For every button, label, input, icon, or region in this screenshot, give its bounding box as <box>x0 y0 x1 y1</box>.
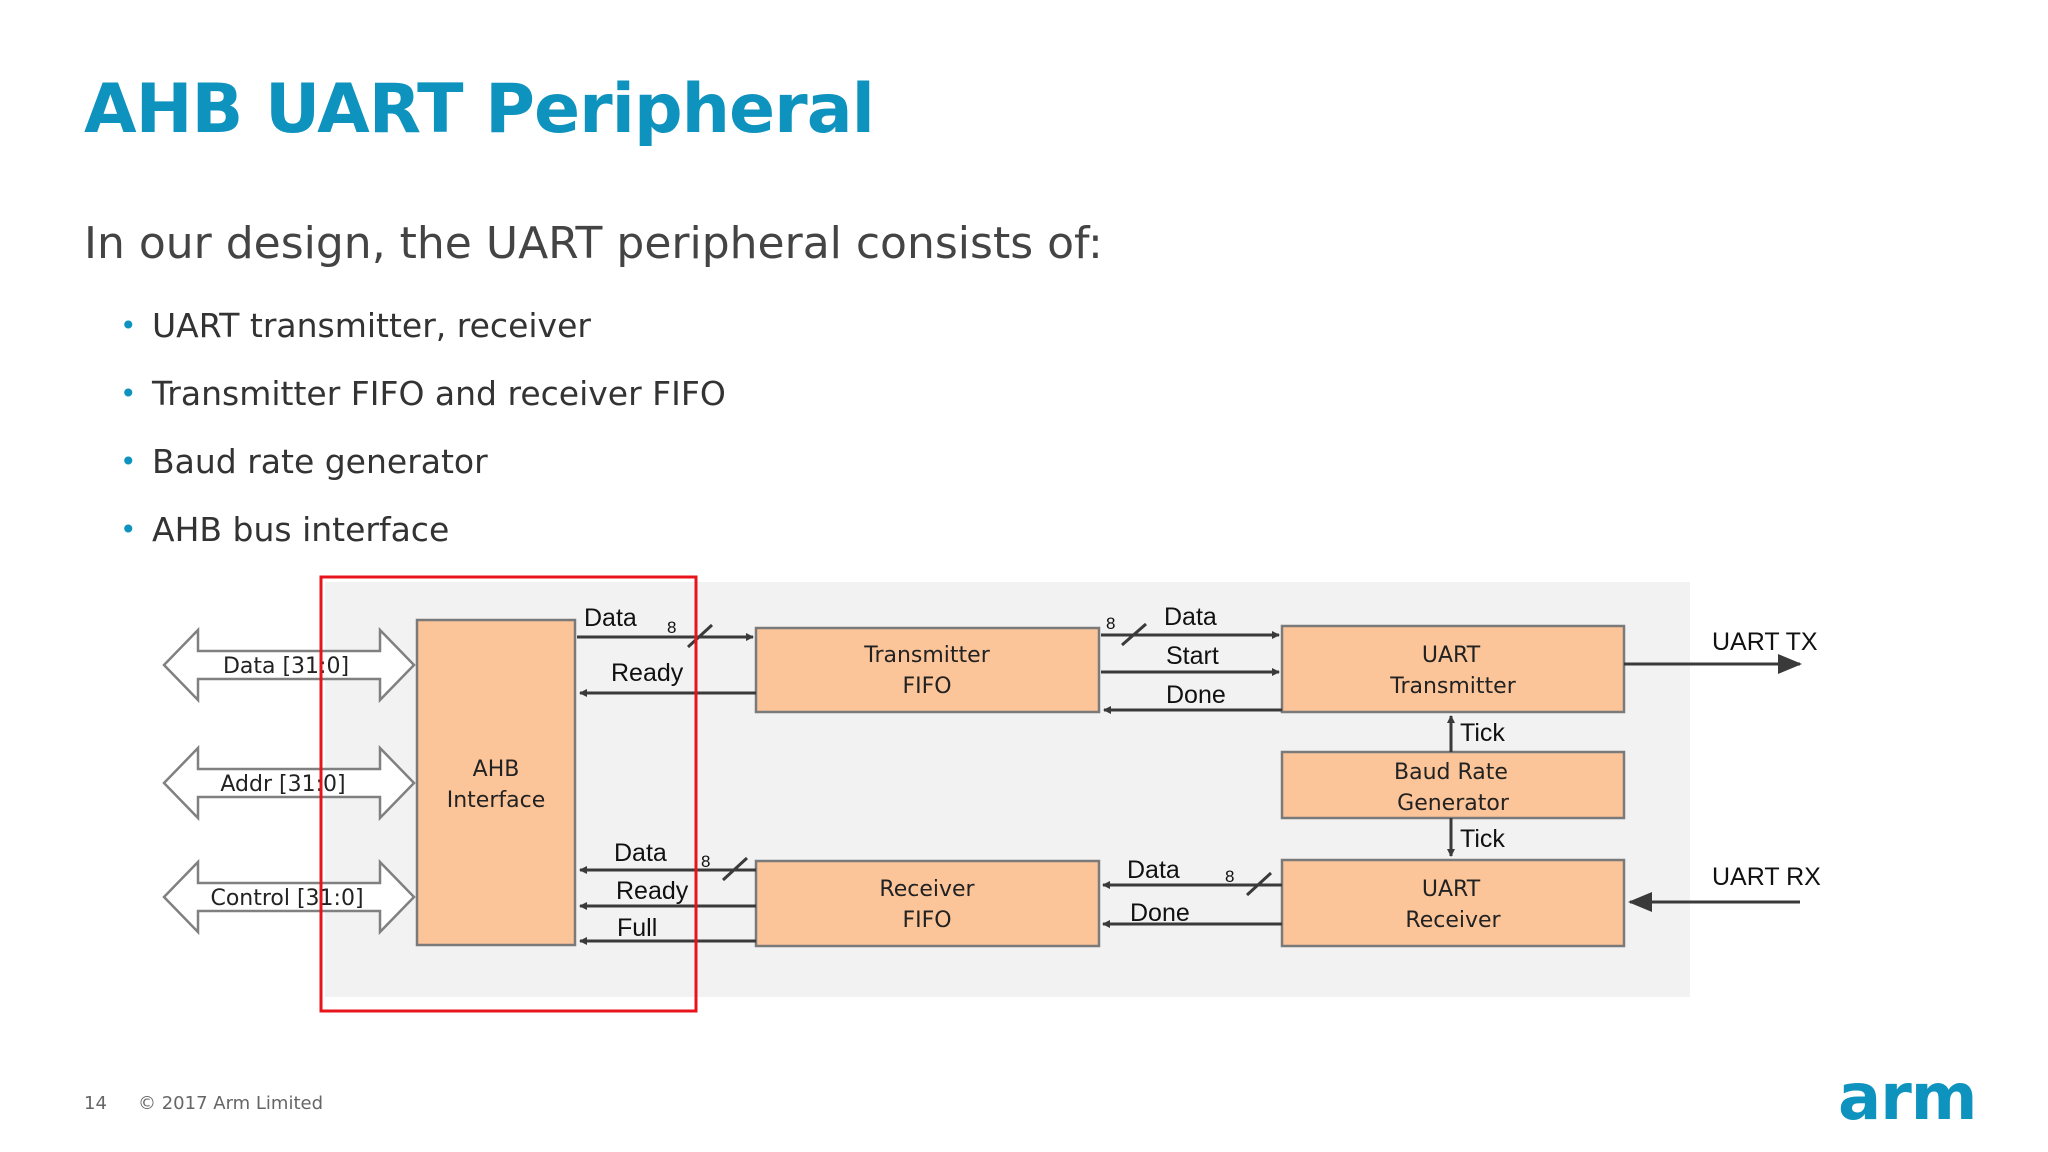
uart-transmitter-label: Transmitter <box>1389 674 1516 699</box>
bus-width-label: 8 <box>1106 614 1115 633</box>
bus-width-slash <box>1245 871 1273 897</box>
uart-receiver-label: Receiver <box>1405 908 1501 933</box>
block-uart-transmitter: UART Transmitter <box>1280 624 1626 714</box>
block-transmitter-fifo: Transmitter FIFO <box>754 626 1101 714</box>
page-number: 14 <box>84 1093 107 1114</box>
signal-label: Data <box>1164 603 1217 631</box>
transmitter-fifo-label: Transmitter <box>863 643 990 668</box>
bus-width-label: 8 <box>1225 867 1234 886</box>
slide-title: AHB UART Peripheral <box>84 70 875 149</box>
block-receiver-fifo: Receiver FIFO <box>754 859 1101 948</box>
uart-transmitter-label: UART <box>1422 643 1481 668</box>
highlight-box <box>319 575 698 1013</box>
receiver-fifo-label: FIFO <box>902 908 951 933</box>
block-uart-receiver: UART Receiver <box>1280 858 1626 948</box>
signal-label: Tick <box>1460 825 1505 853</box>
signal-label: Ready <box>611 659 684 687</box>
bus-width-slash <box>686 623 714 649</box>
uart-tx-label: UART TX <box>1712 628 1818 656</box>
receiver-fifo-label: Receiver <box>879 877 975 902</box>
bullet-item: AHB bus interface <box>118 509 726 577</box>
arm-logo: arm <box>1838 1061 1977 1135</box>
signal-label: Done <box>1130 899 1190 927</box>
bus-port-data-label: Data [31:0] <box>223 654 349 679</box>
signal-label: Tick <box>1460 719 1505 747</box>
bus-width-slash <box>721 856 749 882</box>
baud-rate-generator-label: Baud Rate <box>1394 760 1508 785</box>
bullet-item: Baud rate generator <box>118 441 726 509</box>
bus-width-slash <box>1121 622 1147 647</box>
block-ahb-interface: AHB Interface <box>415 618 577 947</box>
signal-label: Data <box>1127 856 1180 884</box>
signal-label: Data <box>584 604 637 632</box>
signal-label: Ready <box>616 877 689 905</box>
copyright: © 2017 Arm Limited <box>138 1093 324 1114</box>
signal-label: Start <box>1166 642 1219 670</box>
baud-rate-generator-label: Generator <box>1397 791 1510 816</box>
bullet-item: UART transmitter, receiver <box>118 305 726 373</box>
bus-port-control: Control [31:0] <box>162 858 416 936</box>
slide-subtitle: In our design, the UART peripheral consi… <box>84 218 1103 269</box>
block-baud-rate-generator: Baud Rate Generator <box>1280 750 1626 820</box>
signal-label: Full <box>617 914 657 942</box>
bullet-list: UART transmitter, receiver Transmitter F… <box>118 305 726 577</box>
bus-width-label: 8 <box>667 618 676 637</box>
signal-label: Done <box>1166 681 1226 709</box>
bus-port-addr: Addr [31:0] <box>162 744 416 822</box>
signal-label: Data <box>614 839 667 867</box>
bullet-item: Transmitter FIFO and receiver FIFO <box>118 373 726 441</box>
uart-rx-label: UART RX <box>1712 863 1821 891</box>
bus-port-addr-label: Addr [31:0] <box>220 772 345 797</box>
ahb-interface-label: AHB <box>473 757 520 782</box>
bus-port-control-label: Control [31:0] <box>210 886 363 911</box>
ahb-interface-label: Interface <box>447 788 546 813</box>
transmitter-fifo-label: FIFO <box>902 674 951 699</box>
bus-port-data: Data [31:0] <box>162 626 416 704</box>
bus-width-label: 8 <box>701 852 710 871</box>
uart-receiver-label: UART <box>1422 877 1481 902</box>
